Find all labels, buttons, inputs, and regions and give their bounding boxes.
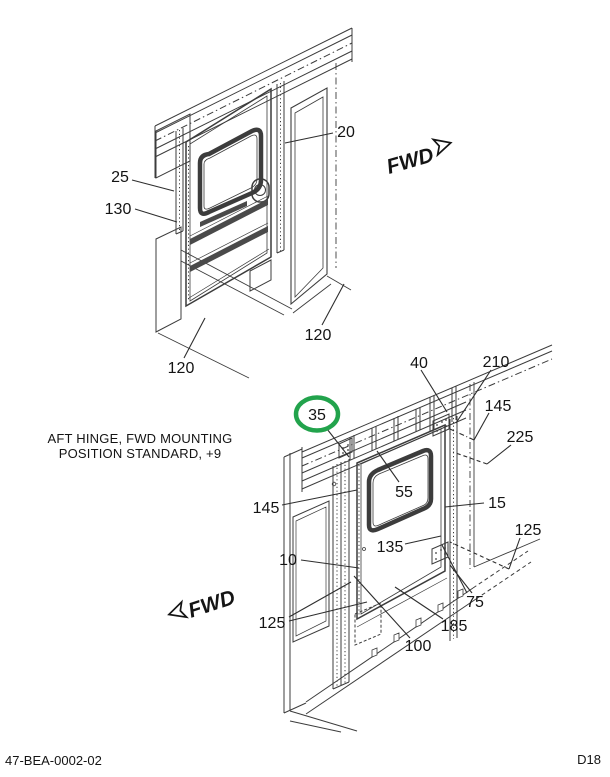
leader-145-right-dash [449,428,475,441]
leader-25 [131,179,175,192]
leader-135 [404,535,442,545]
leader-15 [444,502,485,508]
upper-door-illustration: 25 130 20 120 120 [105,27,355,379]
fwd-arrow-right-icon [430,138,453,158]
floor-sill-lines [157,249,293,379]
leader-40 [420,369,448,413]
callout-120-right: 120 [305,327,332,344]
leader-125-left-b [288,601,368,622]
door-panel-closed [185,87,272,308]
right-wall-edges [292,63,352,314]
wall-top-rail [154,27,353,178]
right-wall-panel [290,87,328,306]
door-rub-rails [190,199,268,272]
wall-detent-mark [331,481,337,487]
left-opening-panel [292,500,330,643]
leader-120-right [321,283,345,326]
leader-225 [486,444,512,465]
fwd-arrow-left-icon [167,599,189,619]
callout-15: 15 [488,495,506,512]
left-door-jamb [175,128,184,235]
door-step-plate [249,259,272,292]
door-track-strips [332,459,350,690]
callout-100: 100 [405,638,432,655]
door-window-2 [366,447,434,533]
leader-120-left [183,317,206,359]
leader-75-b [449,564,473,594]
leader-125-right [508,537,521,570]
fwd-top-label: FWD [384,144,436,179]
door-window [197,127,264,217]
fwd-bottom-label: FWD [185,586,238,623]
fwd-indicator-bottom: FWD [167,586,238,623]
callout-125-right: 125 [515,522,542,539]
right-wall-edge [469,382,541,569]
leader-55 [376,450,400,483]
callout-120-left: 120 [168,360,195,377]
leader-225-dash [452,451,488,465]
note-line-2: POSITION STANDARD, +9 [58,446,222,461]
callout-10: 10 [279,552,297,569]
leader-210 [455,369,492,424]
leader-20 [284,132,334,144]
callout-75: 75 [466,594,484,611]
highlight-ellipse [293,395,341,433]
fwd-indicator-top: FWD [384,138,453,179]
leader-185 [394,586,444,620]
leader-125-left-a [288,581,352,618]
lower-left-wall-panel [155,226,182,333]
note-text: AFT HINGE, FWD MOUNTING POSITION STANDAR… [38,431,242,461]
callout-145-right: 145 [485,398,512,415]
callout-40: 40 [410,355,428,372]
page-code: D18 [577,752,601,767]
callout-55: 55 [395,484,413,501]
leader-145-left [281,489,358,506]
leader-100 [353,575,411,639]
leader-145-right [473,412,490,441]
floor-sill-2 [289,550,532,733]
door-face-mark [362,547,366,551]
left-wall-edge [283,448,307,714]
left-opening-panel-inner [295,506,327,637]
note-line-1: AFT HINGE, FWD MOUNTING [47,431,233,446]
right-door-jamb [276,81,285,254]
callout-210: 210 [483,354,510,371]
leader-75-a [441,544,468,594]
sliding-door-panel [356,423,446,621]
upper-hinge-plate [432,413,450,437]
doc-number: 47-BEA-0002-02 [5,753,102,768]
upper-callouts: 25 130 20 120 120 [105,124,355,377]
callout-125-left: 125 [259,615,286,632]
leader-35 [326,428,350,458]
callout-185: 185 [441,618,468,635]
leader-10 [300,559,360,569]
callout-225: 225 [507,429,534,446]
callout-135: 135 [377,539,404,556]
door-handle [251,178,270,203]
callout-35-highlighted: 35 [308,407,326,424]
rub-rail-edges [188,195,270,299]
forward-hinge-plate [338,437,353,459]
callout-130: 130 [105,201,132,218]
lower-callouts: 35 40 210 145 225 55 15 125 135 10 145 [253,354,542,655]
callout-145-left: 145 [253,500,280,517]
lower-door-illustration: 35 40 210 145 225 55 15 125 135 10 145 [253,344,553,733]
leader-125-right-dash [449,541,510,570]
callout-20: 20 [337,124,355,141]
callout-25: 25 [111,169,129,186]
leader-130 [134,208,178,223]
right-door-jamb-2 [449,416,458,641]
step-opening-dashed [354,602,382,646]
